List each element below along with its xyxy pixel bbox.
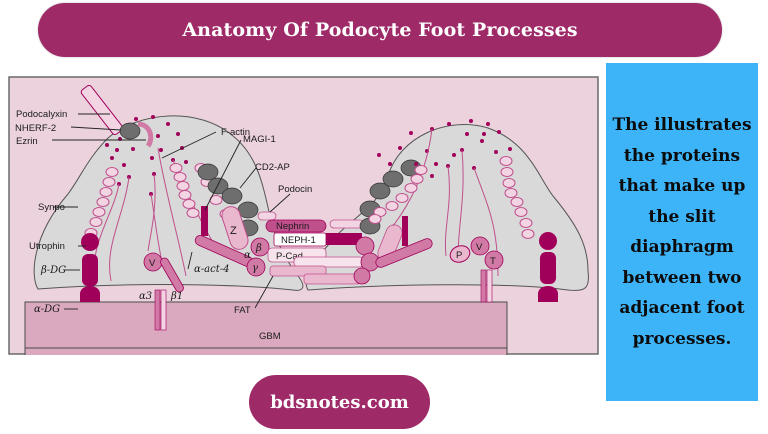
label-alpha-act4: α-act-4 (194, 264, 229, 275)
fat-protein-right (303, 273, 361, 285)
alpha-dg-left (80, 286, 100, 302)
label-beta-dg: β-DG (40, 265, 66, 276)
beta-dg-right (540, 252, 556, 284)
magi1-right (402, 216, 408, 246)
label-neph1: NEPH-1 (281, 235, 316, 246)
label-utrophin: Utrophin (29, 241, 65, 252)
right-catenins (353, 236, 380, 285)
magi1-bridge (326, 233, 362, 245)
alpha-actinin4-right (375, 238, 433, 268)
integrin-beta1-right (486, 269, 493, 303)
label-z: Z (230, 225, 237, 237)
label-beta1: β1 (170, 291, 183, 302)
label-nherf2: NHERF-2 (15, 123, 56, 134)
label-alpha-dg: α-DG (34, 304, 60, 315)
zo1-protein (221, 206, 249, 250)
right-foot-process (305, 124, 589, 291)
utrophin-left (81, 233, 99, 251)
podocin-right (329, 219, 365, 229)
beta-catenin (250, 237, 270, 257)
integrin-beta1-left (160, 289, 167, 331)
alpha-dg-right (538, 286, 558, 302)
svg-text:T: T (490, 256, 496, 267)
label-ezrin: Ezrin (16, 136, 38, 147)
podocyte-diagram: Z β α γ V Nephrin NEPH-1 P-Cad (8, 76, 599, 355)
label-pcad: P-Cad (276, 251, 303, 262)
label-cd2ap: CD2-AP (255, 162, 290, 173)
nherf2-protein (119, 122, 141, 140)
pcad-right (293, 256, 365, 268)
label-fat: FAT (234, 305, 251, 316)
label-podocalyxin: Podocalyxin (16, 109, 67, 120)
utrophin-right (539, 232, 557, 250)
label-synpo: Synpo (38, 202, 65, 213)
svg-text:V: V (149, 258, 156, 269)
right-actin-dots (377, 119, 512, 178)
ezrin-protein (137, 121, 154, 148)
nephrin-protein (265, 219, 327, 233)
right-synpo-chain (368, 156, 535, 239)
magi1-left (201, 206, 208, 236)
vinculin-right (470, 236, 490, 256)
info-box: The illustrates the proteins that make u… (606, 63, 758, 401)
label-alpha-catenin: α (244, 250, 251, 261)
paxillin-protein (449, 245, 471, 263)
page-title: Anatomy Of Podocyte Foot Processes (182, 19, 578, 41)
podocin-left (257, 211, 277, 221)
label-gbm: GBM (259, 331, 281, 342)
svg-text:γ: γ (252, 263, 258, 274)
site-name[interactable]: bdsnotes.com (270, 391, 409, 413)
label-alpha3: α3 (139, 291, 152, 302)
gamma-catenin (246, 257, 266, 277)
beta-dg-left (82, 254, 98, 286)
talin-right (484, 250, 504, 270)
svg-text:V: V (476, 242, 483, 253)
label-nephrin: Nephrin (276, 221, 309, 232)
info-text: The illustrates the proteins that make u… (612, 115, 752, 349)
site-link-button[interactable]: bdsnotes.com (249, 375, 430, 429)
label-podocin: Podocin (278, 184, 312, 195)
svg-text:β: β (255, 243, 262, 254)
leader-lines (52, 113, 291, 310)
title-banner: Anatomy Of Podocyte Foot Processes (38, 3, 722, 57)
label-f-actin: F-actin (221, 127, 250, 138)
integrin-alpha3-right (480, 269, 487, 303)
integrin-alpha3-left (154, 289, 161, 331)
fat-protein-left (269, 265, 327, 277)
talin-left (160, 257, 184, 293)
label-magi1: MAGI-1 (243, 134, 276, 145)
svg-text:P: P (456, 250, 462, 261)
